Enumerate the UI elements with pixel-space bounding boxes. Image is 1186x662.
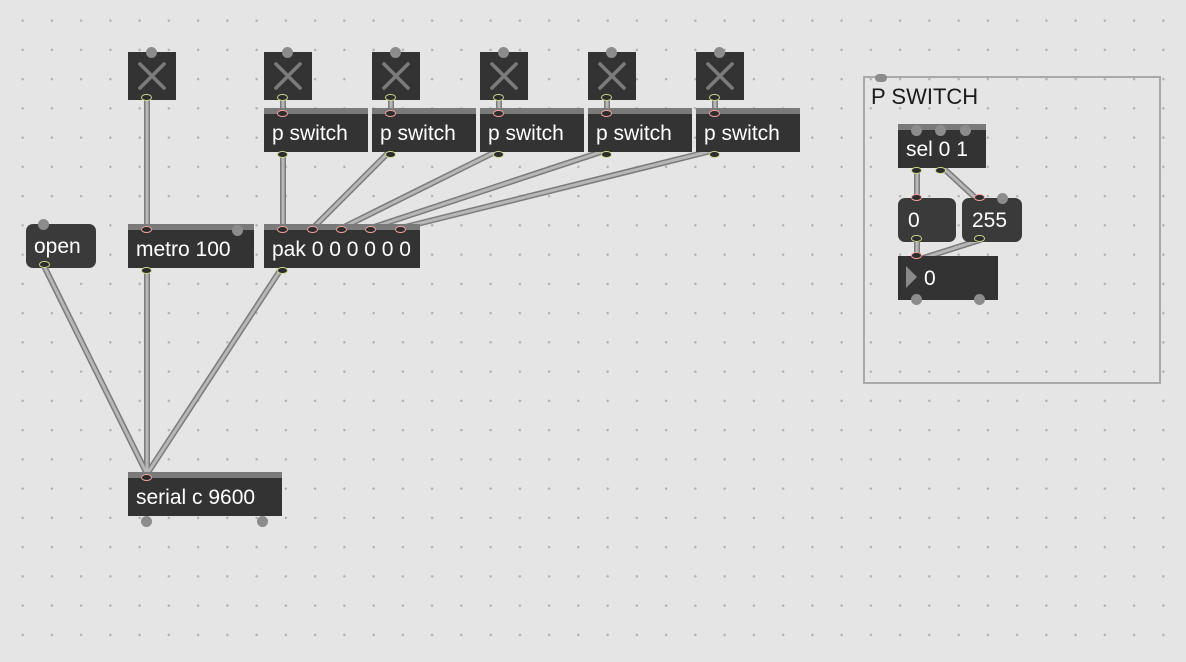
- outlet[interactable]: [385, 94, 396, 101]
- toggle-4[interactable]: [588, 47, 636, 101]
- p-switch-object-3[interactable]: p switch: [480, 108, 584, 158]
- object-label: p switch: [704, 121, 780, 145]
- cord-open-serial: [41, 263, 150, 477]
- inlet[interactable]: [38, 219, 49, 230]
- outlet-1[interactable]: [911, 167, 922, 174]
- inlet-4[interactable]: [365, 226, 376, 233]
- p-switch-object-5[interactable]: p switch: [696, 108, 800, 158]
- x-toggle-icon: [382, 62, 410, 90]
- inlet[interactable]: [390, 47, 401, 58]
- inlet[interactable]: [282, 47, 293, 58]
- toggle-1[interactable]: [264, 47, 312, 101]
- pak-object[interactable]: pak 0 0 0 0 0 0: [264, 224, 420, 274]
- object-label: serial c 9600: [136, 485, 256, 509]
- cord-sw3-pak: [339, 147, 502, 231]
- object-label: p switch: [380, 121, 456, 145]
- serial-object[interactable]: serial c 9600: [128, 472, 282, 527]
- outlet[interactable]: [277, 94, 288, 101]
- inlet[interactable]: [141, 474, 152, 481]
- open-message-box[interactable]: open: [26, 219, 96, 268]
- x-toggle-icon: [138, 62, 166, 90]
- inlet[interactable]: [911, 252, 922, 259]
- inlet-right[interactable]: [935, 125, 946, 136]
- outlet[interactable]: [493, 151, 504, 158]
- inlet[interactable]: [974, 194, 985, 201]
- outlet[interactable]: [709, 94, 720, 101]
- inlet[interactable]: [911, 194, 922, 201]
- object-label: sel 0 1: [906, 137, 968, 161]
- outlet[interactable]: [601, 151, 612, 158]
- p-switch-object-4[interactable]: p switch: [588, 108, 692, 158]
- x-toggle-icon: [598, 62, 626, 90]
- number-box[interactable]: 0: [898, 252, 998, 305]
- outlet-2[interactable]: [935, 167, 946, 174]
- inlet-3[interactable]: [960, 125, 971, 136]
- inlet-3[interactable]: [336, 226, 347, 233]
- outlet[interactable]: [277, 267, 288, 274]
- outlet[interactable]: [39, 261, 50, 268]
- inlet[interactable]: [385, 110, 396, 117]
- object-label: p switch: [488, 121, 564, 145]
- inlet[interactable]: [493, 110, 504, 117]
- message-label: 0: [908, 208, 920, 232]
- p-switch-object-2[interactable]: p switch: [372, 108, 476, 158]
- outlet[interactable]: [141, 267, 152, 274]
- cord-sw4-pak: [368, 147, 610, 231]
- outlet[interactable]: [493, 94, 504, 101]
- inlet[interactable]: [498, 47, 509, 58]
- cord-sw5-pak: [398, 147, 718, 231]
- toggle-2[interactable]: [372, 47, 420, 101]
- message-label: open: [34, 234, 81, 258]
- inlet-1[interactable]: [277, 226, 288, 233]
- inlet[interactable]: [146, 47, 157, 58]
- cord-sw2-pak: [310, 147, 394, 231]
- cord-pak-serial: [144, 263, 286, 477]
- inlet[interactable]: [911, 125, 922, 136]
- inlet-5[interactable]: [395, 226, 406, 233]
- number-value: 0: [924, 266, 936, 290]
- outlet-left[interactable]: [141, 516, 152, 527]
- outlet-right[interactable]: [257, 516, 268, 527]
- subpatch-panel[interactable]: [863, 74, 1161, 384]
- outlet[interactable]: [601, 94, 612, 101]
- metro-object[interactable]: metro 100: [128, 224, 254, 274]
- outlet-left[interactable]: [911, 294, 922, 305]
- toggle-3[interactable]: [480, 47, 528, 101]
- x-toggle-icon: [706, 62, 734, 90]
- inlet[interactable]: [709, 110, 720, 117]
- inlet-2[interactable]: [307, 226, 318, 233]
- subpatch-label: P SWITCH: [871, 84, 979, 109]
- number-triangle-icon: [906, 266, 917, 288]
- outlet[interactable]: [141, 94, 152, 101]
- inlet-left[interactable]: [141, 226, 152, 233]
- object-label: p switch: [272, 121, 348, 145]
- object-label: pak 0 0 0 0 0 0: [272, 237, 411, 261]
- outlet-right[interactable]: [974, 294, 985, 305]
- sel-object[interactable]: sel 0 1: [898, 124, 986, 174]
- message-zero[interactable]: 0: [898, 194, 956, 242]
- panel-inlet: [875, 74, 887, 82]
- outlet[interactable]: [385, 151, 396, 158]
- x-toggle-icon: [274, 62, 302, 90]
- outlet[interactable]: [974, 235, 985, 242]
- outlet[interactable]: [277, 151, 288, 158]
- outlet[interactable]: [709, 151, 720, 158]
- object-label: metro 100: [136, 237, 231, 261]
- object-label: p switch: [596, 121, 672, 145]
- inlet-right[interactable]: [997, 193, 1008, 204]
- inlet[interactable]: [714, 47, 725, 58]
- outlet[interactable]: [911, 235, 922, 242]
- inlet[interactable]: [606, 47, 617, 58]
- toggle-5[interactable]: [696, 47, 744, 101]
- inlet-right[interactable]: [232, 225, 243, 236]
- inlet[interactable]: [601, 110, 612, 117]
- p-switch-object-1[interactable]: p switch: [264, 108, 368, 158]
- message-label: 255: [972, 208, 1008, 232]
- message-255[interactable]: 255: [962, 193, 1022, 242]
- x-toggle-icon: [490, 62, 518, 90]
- inlet[interactable]: [277, 110, 288, 117]
- toggle-metro[interactable]: [128, 47, 176, 101]
